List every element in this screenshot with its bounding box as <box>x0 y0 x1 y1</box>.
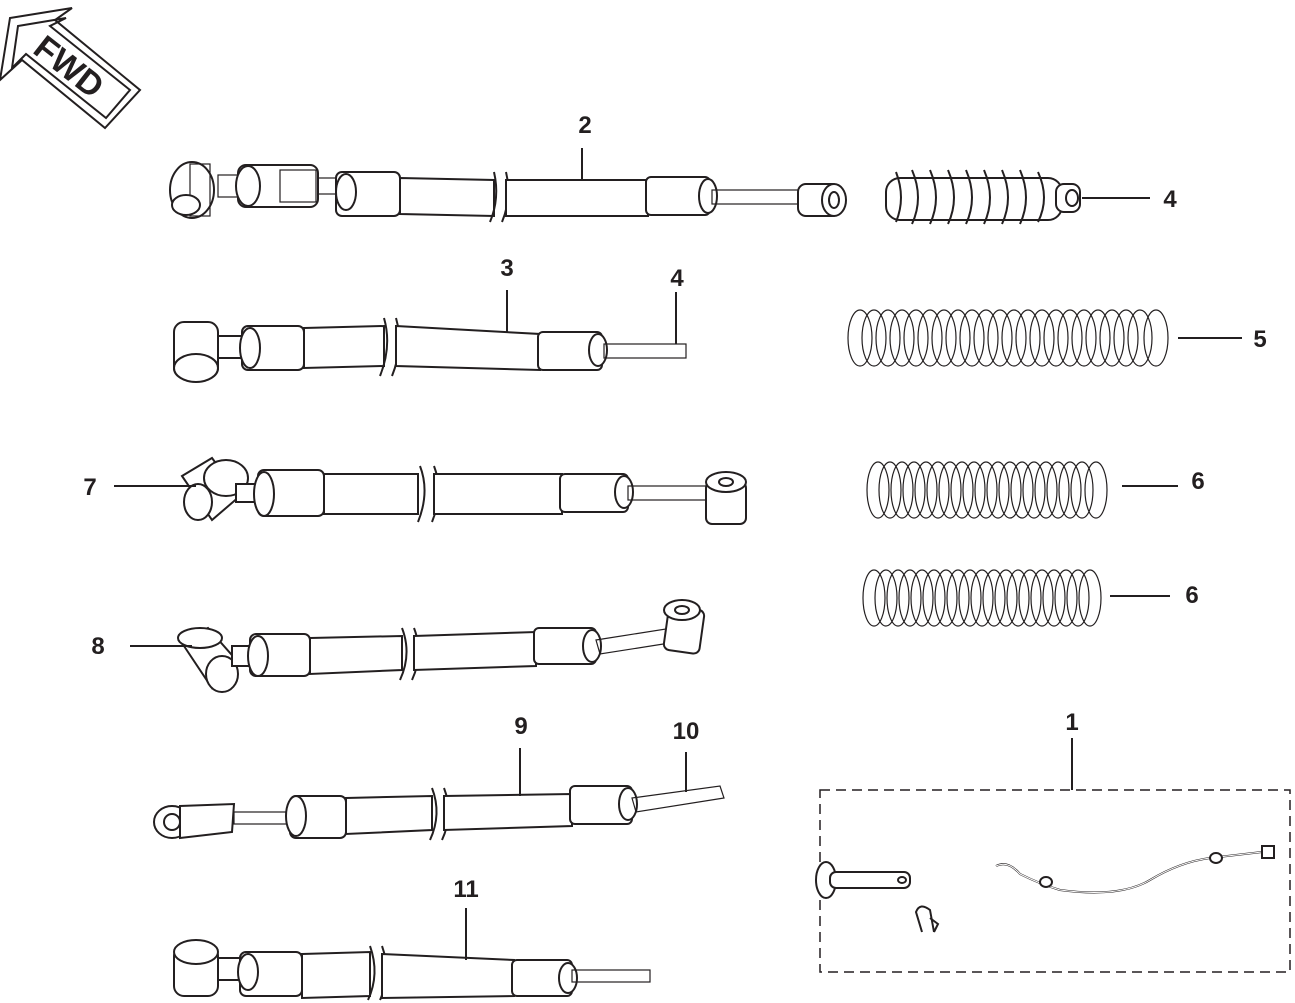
spring-part-5 <box>847 309 1170 368</box>
callout-11: 11 <box>453 876 478 903</box>
callout-4-top: 4 <box>1163 186 1177 213</box>
callout-2: 2 <box>578 112 591 139</box>
boot-part-4 <box>885 169 1081 225</box>
callout-5: 5 <box>1253 326 1266 353</box>
cable-part-11 <box>173 939 651 1001</box>
spring-part-6-lower <box>862 569 1102 627</box>
cable-part-3 <box>173 317 687 383</box>
cable-part-2 <box>169 161 847 223</box>
fwd-arrow-icon <box>0 7 142 130</box>
callout-6-lower: 6 <box>1185 582 1198 609</box>
cable-part-7 <box>180 456 747 525</box>
callout-7: 7 <box>83 474 96 501</box>
fwd-arrow-badge: FWD <box>0 7 142 130</box>
callout-10: 10 <box>673 718 700 745</box>
spring-part-6-upper <box>866 461 1108 519</box>
callout-6-upper: 6 <box>1191 468 1204 495</box>
cable-part-8 <box>177 599 706 693</box>
callout-4: 4 <box>670 265 684 292</box>
callout-1: 1 <box>1065 709 1078 736</box>
callout-3: 3 <box>500 255 513 282</box>
kit-part-1 <box>815 789 1291 973</box>
cable-part-9 <box>153 785 725 841</box>
callout-8: 8 <box>91 633 104 660</box>
callout-9: 9 <box>514 713 527 740</box>
